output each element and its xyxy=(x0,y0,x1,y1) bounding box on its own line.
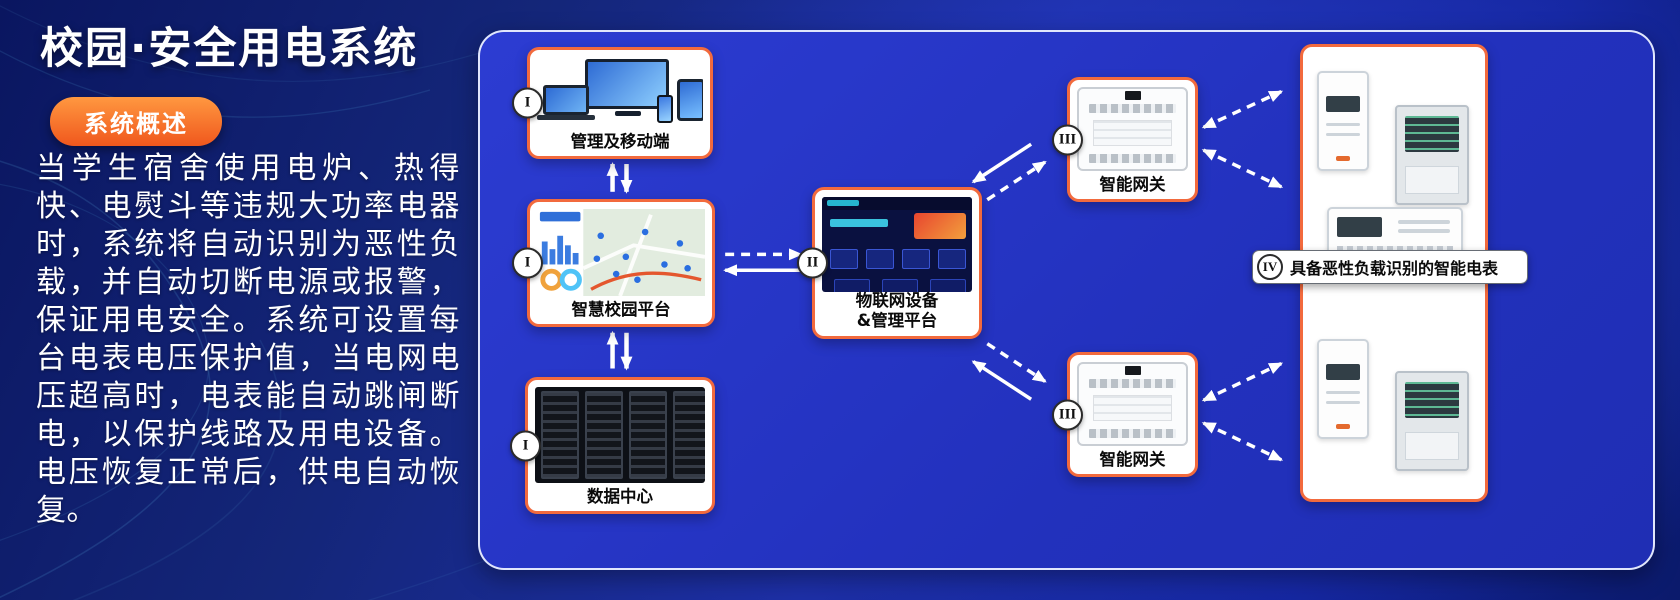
gateway-label-area xyxy=(1093,395,1172,421)
system-description: 当学生宿舍使用电炉、热得快、电熨斗等违规大功率电器时，系统将自动识别为恶性负载，… xyxy=(36,151,460,528)
laptop-base-icon xyxy=(537,115,595,120)
meter-panel xyxy=(1405,165,1459,195)
meter-lcd xyxy=(1336,216,1382,237)
node-management-terminal: I 管理及移动端 xyxy=(512,47,713,159)
server-rack-image xyxy=(535,387,705,483)
meter-detail-line xyxy=(1326,390,1360,394)
node-label-iot-line2: &管理平台 xyxy=(856,311,938,331)
node-label-gateway-top: 智能网关 xyxy=(1099,174,1166,194)
iot-topbar-graphic xyxy=(822,197,972,210)
meter-lcd xyxy=(1405,115,1459,153)
meter-panel xyxy=(1405,431,1459,461)
node-smart-gateway-top: III 智能网关 xyxy=(1052,77,1198,202)
node-label-data-center: 数据中心 xyxy=(587,486,653,506)
platform-iot-arrows xyxy=(723,248,803,277)
node-label-iot: 物联网设备 &管理平台 xyxy=(815,291,979,331)
iot-dashboard-image xyxy=(822,197,972,292)
smart-meters-label: 具备恶性负载识别的智能电表 xyxy=(1290,259,1499,278)
server-rack-icon xyxy=(629,391,667,479)
management-devices-image xyxy=(537,57,703,128)
meter-detail-line xyxy=(1397,219,1451,224)
diagram-panel: I 管理及移动端 I xyxy=(478,30,1655,570)
panel-meter-image xyxy=(1395,371,1469,471)
iot-tile-graphic xyxy=(834,279,870,292)
gateway-usb-port-icon xyxy=(1124,91,1141,100)
meter-detail-line xyxy=(1326,400,1360,404)
din-meter-image xyxy=(1317,339,1369,439)
meter-lcd xyxy=(1326,364,1360,381)
monitor-icon xyxy=(585,59,669,109)
node-smart-gateway-bottom: III 智能网关 xyxy=(1052,352,1198,477)
phone-icon xyxy=(657,95,673,123)
page-title: 校园·安全用电系统 xyxy=(40,24,419,74)
iot-title-graphic xyxy=(830,219,888,227)
gateway-device-image xyxy=(1077,87,1188,171)
numeral-badge-iot: II xyxy=(797,247,828,279)
campus-dashboard-graphic xyxy=(537,209,705,296)
gateway-usb-port-icon xyxy=(1124,366,1141,375)
laptop-icon xyxy=(543,85,589,115)
numeral-badge-gateway-top: III xyxy=(1052,124,1083,155)
meter-detail-line xyxy=(1326,122,1360,126)
numeral-badge-meters: IV xyxy=(1257,254,1283,280)
numeral-badge-campus: I xyxy=(512,247,543,279)
gateway-terminal-strip xyxy=(1089,104,1176,113)
iot-tile-graphic xyxy=(930,279,966,292)
meter-terminal-strip xyxy=(1336,245,1454,254)
gateway-device-image xyxy=(1077,362,1188,446)
iot-gateway-bottom-arrows xyxy=(971,342,1047,401)
gateway-terminal-strip xyxy=(1089,154,1176,163)
iot-tile-graphic xyxy=(902,249,930,269)
gateway-terminal-strip xyxy=(1089,429,1176,438)
server-rack-icon xyxy=(541,391,579,479)
server-rack-icon xyxy=(585,391,623,479)
numeral-badge-data-center: I xyxy=(510,430,541,461)
node-iot-platform: II 物联网设备 &管理平台 xyxy=(797,187,982,339)
gateway-label-area xyxy=(1093,120,1172,146)
iot-logo-graphic xyxy=(827,200,859,206)
node-label-campus: 智慧校园平台 xyxy=(571,299,671,319)
meter-lcd xyxy=(1326,96,1360,113)
iot-tile-graphic xyxy=(882,279,918,292)
node-label-iot-line1: 物联网设备 xyxy=(855,291,939,311)
intro-section: 校园·安全用电系统 系统概述 当学生宿舍使用电炉、热得快、电熨斗等违规大功率电器… xyxy=(0,0,478,600)
server-rack-icon xyxy=(673,391,705,479)
meter-detail-line xyxy=(1397,229,1451,234)
meter-button xyxy=(1336,423,1350,430)
panel-meter-image xyxy=(1395,105,1469,205)
meter-lcd xyxy=(1405,381,1459,419)
monitor-stand-icon xyxy=(615,111,641,116)
node-campus-platform: I xyxy=(512,199,715,327)
iot-tile-graphic xyxy=(938,249,966,269)
overview-badge: 系统概述 xyxy=(50,97,222,146)
meter-button xyxy=(1336,155,1350,162)
iot-gateway-top-arrows xyxy=(971,142,1047,202)
din-meter-image xyxy=(1317,71,1369,171)
campus-dashboard-image xyxy=(537,209,705,296)
iot-tile-graphic xyxy=(830,249,858,269)
node-label-gateway-bottom: 智能网关 xyxy=(1099,449,1166,469)
node-label-management: 管理及移动端 xyxy=(570,131,670,151)
iot-tile-graphic xyxy=(866,249,894,269)
node-data-center: I 数据中心 xyxy=(510,377,715,514)
tablet-icon xyxy=(677,79,703,121)
iot-banner-graphic xyxy=(914,213,966,239)
smart-meters-label-pill: IV 具备恶性负载识别的智能电表 xyxy=(1252,250,1528,284)
numeral-badge-management: I xyxy=(512,87,543,119)
numeral-badge-gateway-bottom: III xyxy=(1052,399,1083,430)
meter-detail-line xyxy=(1326,132,1360,136)
gateway-terminal-strip xyxy=(1089,379,1176,388)
